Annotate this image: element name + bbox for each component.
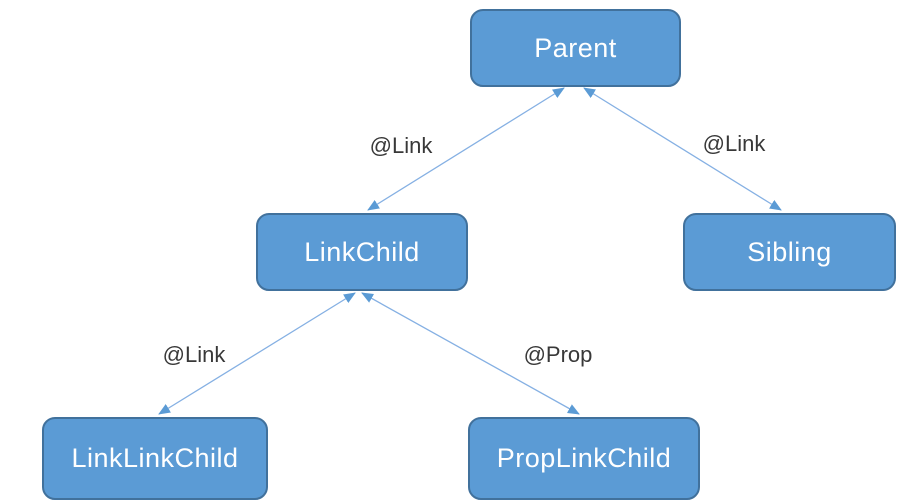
edge-label-prop-linkchild-proplinkchild: @Prop (523, 342, 593, 367)
node-linkchild-label: LinkChild (304, 236, 420, 267)
node-linkchild: LinkChild (256, 213, 468, 291)
edge-proplinkchild-linkchild (361, 292, 580, 415)
edge-linkchild-parent (367, 87, 565, 211)
node-parent: Parent (470, 9, 681, 87)
node-linklinkchild: LinkLinkChild (42, 417, 268, 500)
node-parent-label: Parent (534, 32, 617, 63)
edge-sibling-parent (583, 87, 782, 211)
node-proplinkchild: PropLinkChild (468, 417, 700, 500)
node-proplinkchild-label: PropLinkChild (496, 443, 672, 473)
node-sibling: Sibling (683, 213, 896, 291)
node-sibling-label: Sibling (747, 236, 832, 267)
edge-label-link-parent-linkchild: @Link (369, 133, 433, 158)
node-linklinkchild-label: LinkLinkChild (71, 443, 239, 473)
edge-label-link-linkchild-linklinkchild: @Link (162, 342, 226, 367)
edge-linklinkchild-linkchild (158, 292, 356, 415)
edge-label-link-parent-sibling: @Link (702, 131, 766, 156)
